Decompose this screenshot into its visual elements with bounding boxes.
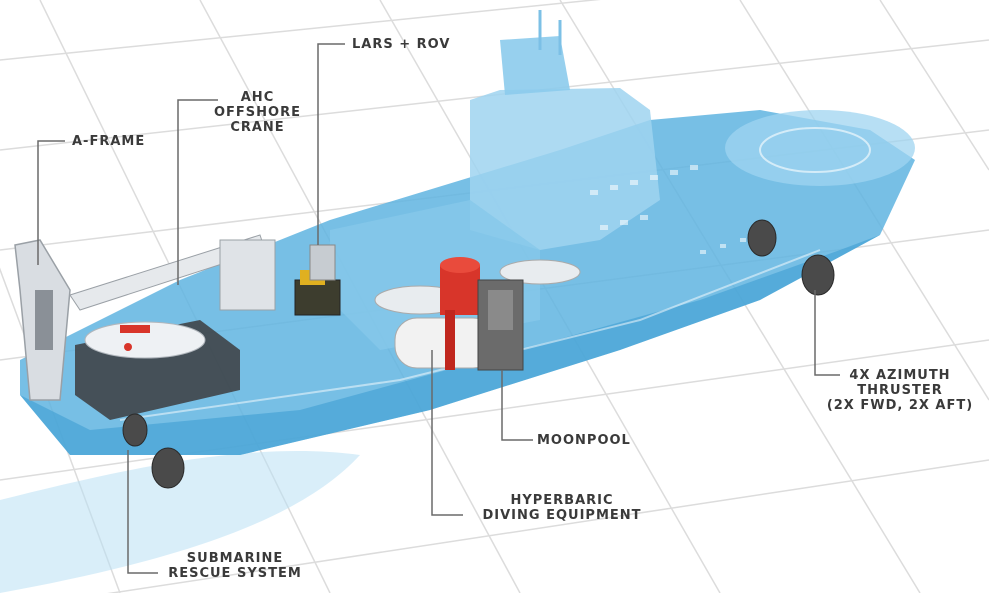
water-shadow bbox=[0, 451, 360, 593]
label-submarine-line1: SUBMARINE bbox=[186, 551, 284, 566]
label-hyperbaric-diving-equipment: HYPERBARIC DIVING EQUIPMENT bbox=[462, 493, 662, 523]
label-ahc-offshore-crane: AHC OFFSHORE CRANE bbox=[200, 90, 315, 135]
label-a-frame-text: A-FRAME bbox=[72, 134, 146, 149]
crane-structure bbox=[69, 234, 276, 311]
label-lars-rov-text: LARS + ROV bbox=[352, 37, 451, 52]
label-hyperbaric-line1: HYPERBARIC bbox=[510, 493, 614, 508]
label-ahc-line1: AHC bbox=[240, 90, 275, 105]
label-lars-rov: LARS + ROV bbox=[352, 37, 450, 52]
label-azimuth-line1: 4X AZIMUTH bbox=[849, 368, 951, 383]
label-hyperbaric-line2: DIVING EQUIPMENT bbox=[482, 508, 642, 523]
label-ahc-line2: OFFSHORE bbox=[214, 105, 301, 120]
label-moonpool: MOONPOOL bbox=[537, 433, 631, 448]
rov-unit bbox=[294, 244, 341, 316]
rescue-submarine bbox=[84, 321, 206, 359]
hyperbaric-chambers bbox=[394, 257, 496, 370]
moonpool-structure bbox=[477, 279, 524, 371]
label-submarine-line2: RESCUE SYSTEM bbox=[168, 566, 302, 581]
label-a-frame: A-FRAME bbox=[72, 134, 145, 149]
label-azimuth-line2: THRUSTER bbox=[857, 383, 943, 398]
label-azimuth-thruster: 4X AZIMUTH THRUSTER (2X FWD, 2X AFT) bbox=[815, 368, 985, 413]
azimuth-thrusters bbox=[122, 219, 835, 489]
label-moonpool-text: MOONPOOL bbox=[537, 433, 631, 448]
leader-lines bbox=[37, 43, 840, 574]
a-frame-structure bbox=[14, 239, 71, 401]
label-azimuth-line3: (2X FWD, 2X AFT) bbox=[826, 398, 974, 413]
label-ahc-line3: CRANE bbox=[230, 120, 285, 135]
label-submarine-rescue-system: SUBMARINE RESCUE SYSTEM bbox=[150, 551, 320, 581]
lifeboat bbox=[499, 259, 581, 285]
